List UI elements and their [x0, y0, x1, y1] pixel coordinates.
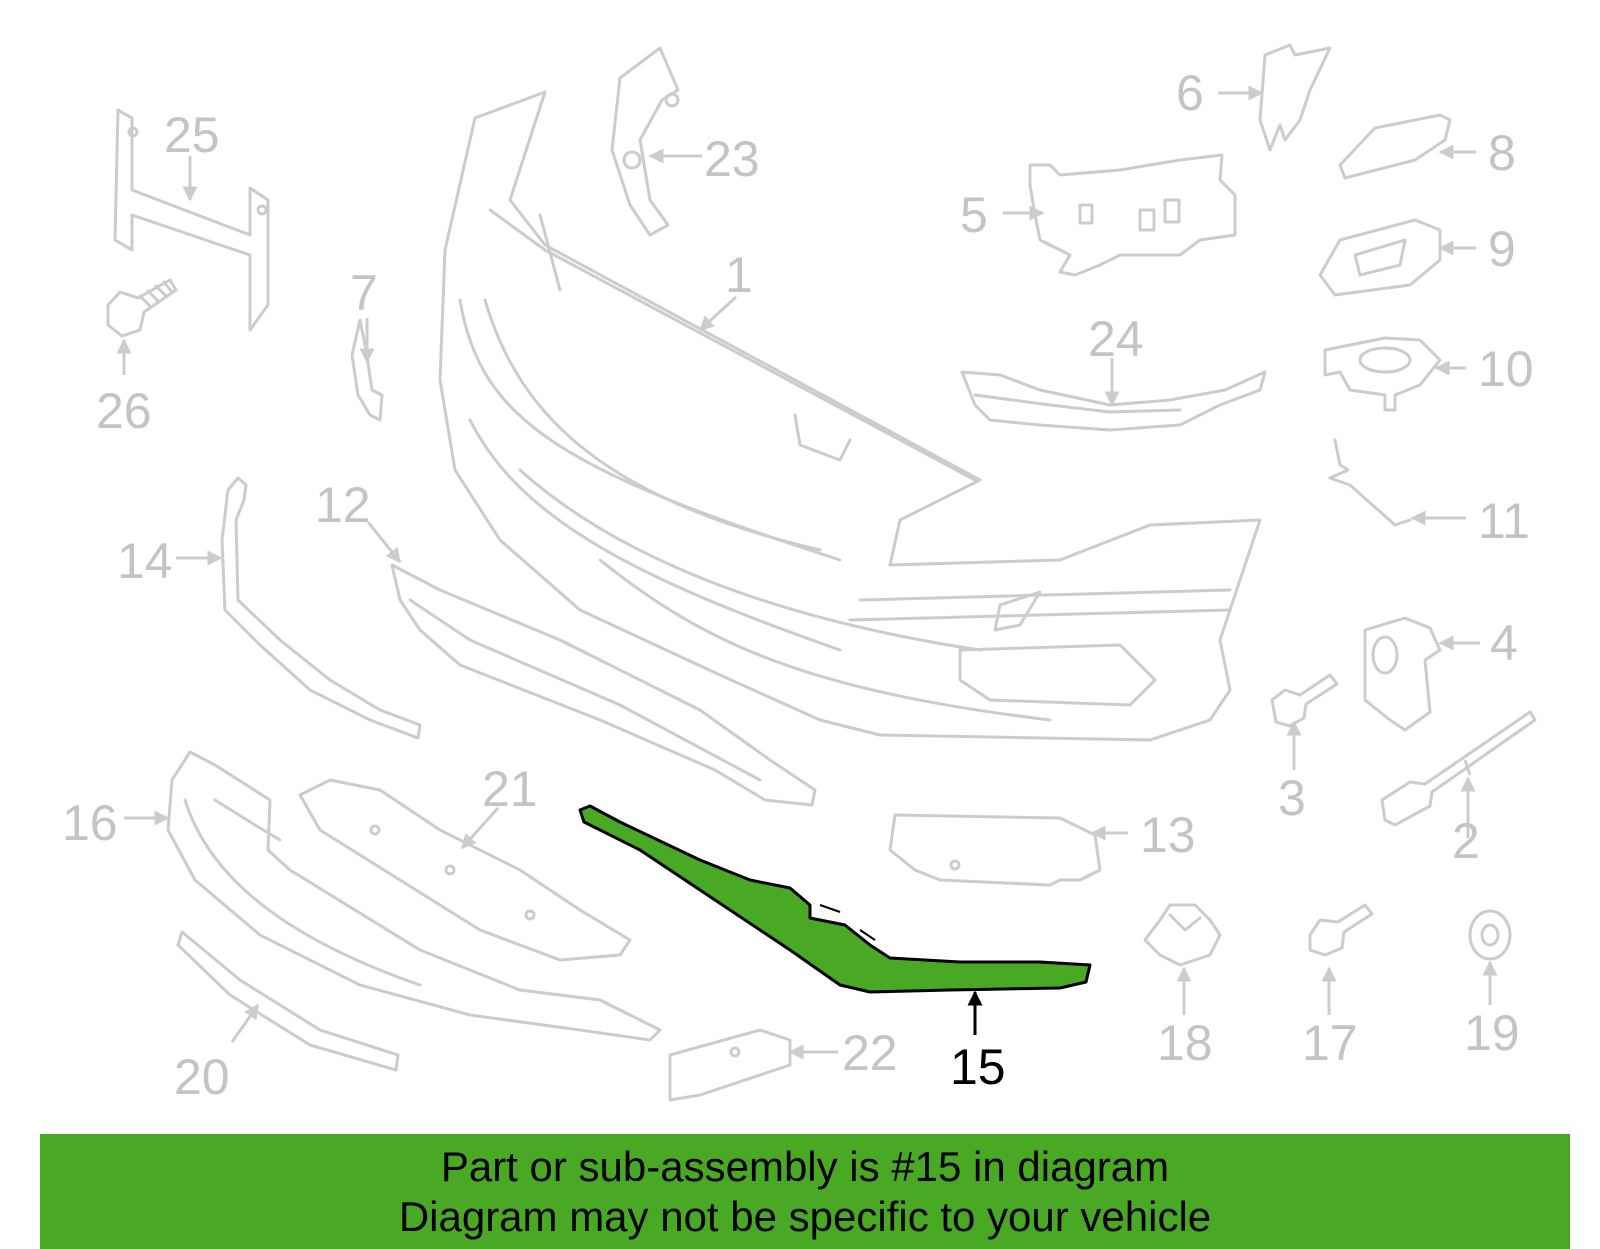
part-1-bumper-cover	[438, 90, 1262, 742]
part-14-side-trim	[220, 476, 422, 740]
callout-25: 25	[164, 107, 220, 163]
callout-23: 23	[704, 131, 760, 187]
part-18-clip	[1143, 903, 1222, 967]
part-22-plate	[668, 1028, 792, 1102]
callout-21: 21	[482, 761, 538, 817]
callout-13: 13	[1140, 807, 1196, 863]
part-16-lower-cover	[166, 750, 662, 1042]
part-6-bracket	[1258, 43, 1332, 152]
part-21-shield	[298, 778, 632, 962]
part-5-bracket	[1028, 153, 1237, 277]
part-9-grommet-plate	[1318, 218, 1442, 297]
part-19-washer	[1468, 909, 1512, 961]
banner-line-1: Part or sub-assembly is #15 in diagram	[440, 1143, 1170, 1190]
callout-12: 12	[315, 477, 371, 533]
part-17-screw	[1308, 903, 1374, 957]
part-11-wire	[1328, 438, 1412, 527]
callout-2: 2	[1452, 813, 1480, 869]
callout-11: 11	[1478, 493, 1530, 549]
part-26-bolt	[106, 278, 178, 338]
callout-22: 22	[842, 1025, 898, 1081]
banner-line-2: Diagram may not be specific to your vehi…	[398, 1193, 1212, 1240]
callout-26: 26	[96, 383, 152, 439]
callout-7: 7	[350, 265, 378, 321]
part-2-stud	[1380, 710, 1537, 827]
part-23-bracket	[610, 46, 680, 237]
callout-5: 5	[960, 187, 988, 243]
callout-24: 24	[1088, 311, 1144, 367]
part-24-grille-trim	[960, 370, 1267, 432]
callout-8: 8	[1488, 125, 1516, 181]
callout-10: 10	[1478, 341, 1534, 397]
callout-9: 9	[1488, 221, 1516, 277]
part-3-bolt	[1270, 673, 1339, 728]
part-20-lip-strip	[176, 930, 400, 1072]
callout-17: 17	[1302, 1015, 1358, 1071]
info-banner: Part or sub-assembly is #15 in diagram D…	[40, 1134, 1570, 1249]
leader-lines	[116, 85, 1498, 1060]
part-15-highlighted	[578, 804, 1092, 994]
part-12-grille-strip	[390, 563, 817, 807]
part-8-cover	[1338, 113, 1452, 180]
callout-19: 19	[1464, 1005, 1520, 1061]
callout-3: 3	[1278, 770, 1306, 826]
callout-16: 16	[62, 795, 118, 851]
callout-1: 1	[725, 247, 753, 303]
callout-15: 15	[950, 1039, 1006, 1095]
part-25-support-bracket	[113, 108, 270, 332]
callout-4: 4	[1490, 615, 1518, 671]
callout-numbers: 1 2 3 4 5 6 7 8 9 10 11 12 13 14 15 16 1…	[62, 65, 1534, 1105]
part-4-sensor-holder	[1363, 616, 1442, 732]
callout-20: 20	[174, 1049, 230, 1105]
part-13-trim	[888, 813, 1102, 887]
callout-18: 18	[1157, 1015, 1213, 1071]
callout-6: 6	[1176, 65, 1204, 121]
callout-14: 14	[117, 533, 173, 589]
part-10-sensor-bracket	[1323, 336, 1442, 412]
